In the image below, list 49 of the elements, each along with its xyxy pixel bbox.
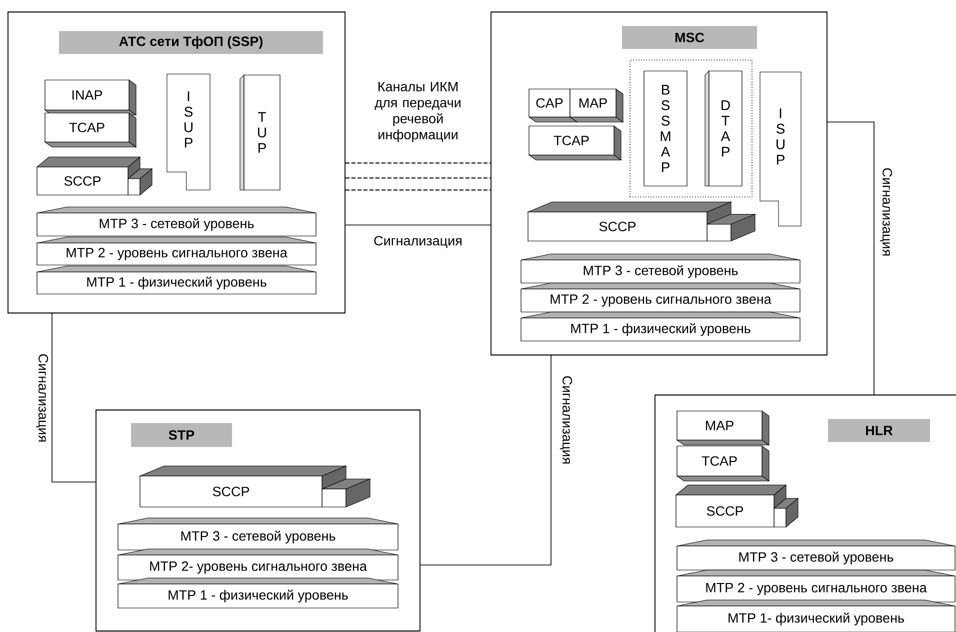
title-band: MSC bbox=[622, 26, 757, 49]
connector-line bbox=[345, 224, 491, 226]
mtp-layer: MTP 1- физический уровень bbox=[676, 600, 956, 632]
mtp-layer: MTP 3 - сетевой уровень bbox=[36, 206, 316, 236]
protocol-column: TUP bbox=[240, 74, 280, 190]
title-band: АТС сети ТфОП (SSP) bbox=[59, 31, 323, 54]
sccp-block: SCCP bbox=[676, 484, 798, 528]
protocol-column: ISUP bbox=[760, 72, 802, 226]
dotted-group-box bbox=[629, 59, 753, 198]
sccp-block: SCCP bbox=[36, 156, 152, 196]
edge-label: Сигнализация bbox=[558, 374, 574, 466]
mtp-layer: MTP 3 - сетевой уровень bbox=[118, 518, 398, 550]
network-element-box bbox=[8, 12, 346, 314]
mtp-layer: MTP 2- уровень сигнального звена bbox=[118, 548, 398, 580]
mtp-layer: MTP 1 - физический уровень bbox=[520, 312, 800, 342]
mtp-layer: MTP 3 - сетевой уровень bbox=[520, 254, 800, 284]
connector-line bbox=[52, 313, 96, 482]
mtp-layer: MTP 2 - уровень сигнального звена bbox=[676, 570, 956, 602]
network-element-box bbox=[96, 410, 420, 632]
edge-label: Каналы ИКМ для передачи речевой информации bbox=[367, 80, 469, 144]
protocol-block: TCAP bbox=[528, 126, 622, 160]
network-element-box bbox=[654, 394, 956, 632]
title-band: STP bbox=[131, 423, 232, 447]
sccp-block: SCCP bbox=[528, 202, 756, 242]
connector-line bbox=[345, 189, 491, 191]
protocol-column: ISUP bbox=[166, 74, 210, 190]
protocol-block: INAP bbox=[44, 80, 136, 116]
protocol-block: MAP bbox=[570, 88, 624, 122]
network-element-box bbox=[490, 12, 828, 356]
connector-line bbox=[420, 355, 552, 566]
mtp-layer: MTP 3 - сетевой уровень bbox=[676, 540, 956, 570]
protocol-block: TCAP bbox=[44, 112, 136, 148]
mtp-layer: MTP 1 - физический уровень bbox=[36, 266, 316, 294]
protocol-block: MAP bbox=[676, 410, 770, 446]
connector-line bbox=[345, 162, 491, 164]
edge-label: Сигнализация bbox=[372, 234, 464, 250]
protocol-block: CAP bbox=[528, 88, 578, 122]
connector-line bbox=[827, 122, 874, 395]
connector-line bbox=[345, 177, 491, 179]
protocol-block: TCAP bbox=[676, 446, 770, 482]
mtp-layer: MTP 2 - уровень сигнального звена bbox=[36, 236, 316, 266]
mtp-layer: MTP 2 - уровень сигнального звена bbox=[520, 282, 800, 312]
edge-label: Сигнализация bbox=[878, 166, 894, 258]
title-band: HLR bbox=[828, 419, 930, 442]
protocol-column: DTAP bbox=[704, 70, 742, 186]
sccp-block: SCCP bbox=[140, 466, 370, 508]
protocol-column: BSS MAP bbox=[644, 70, 688, 186]
mtp-layer: MTP 1 - физический уровень bbox=[118, 578, 398, 608]
edge-label: Сигнализация bbox=[34, 352, 50, 444]
